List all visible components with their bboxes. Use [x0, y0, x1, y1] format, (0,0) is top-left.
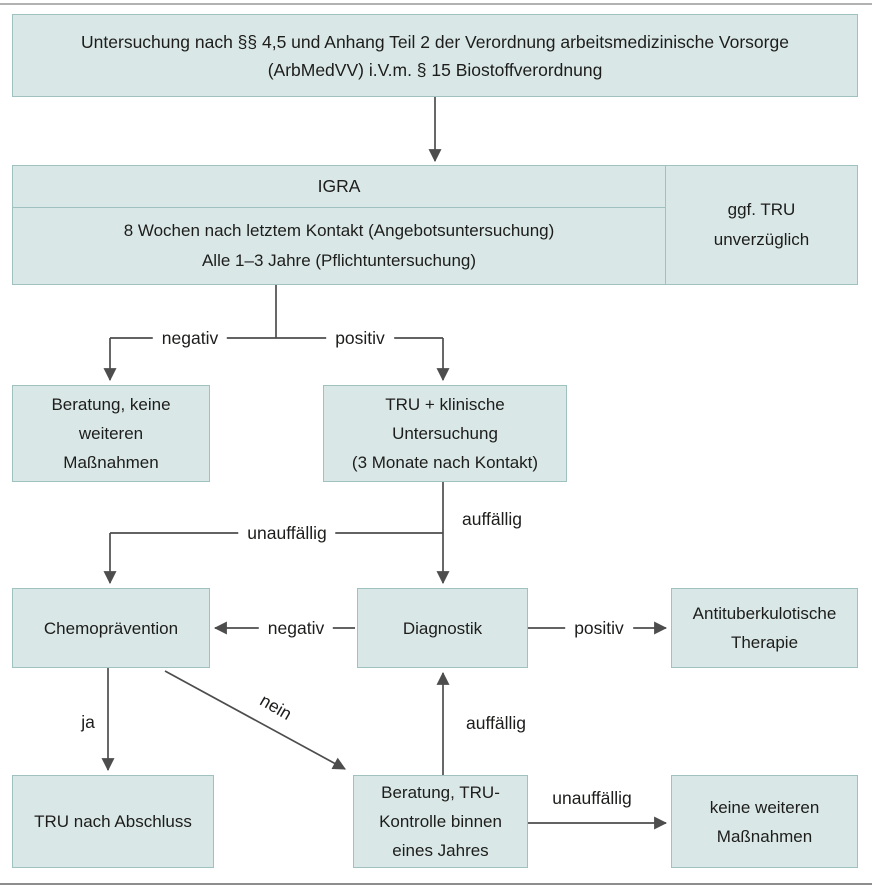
igra-box: IGRA 8 Wochen nach letztem Kontakt (Ange… — [12, 165, 858, 285]
bottom-rule — [0, 883, 872, 885]
igra-body: 8 Wochen nach letztem Kontakt (Angebotsu… — [123, 221, 555, 270]
igra-left-section: IGRA 8 Wochen nach letztem Kontakt (Ange… — [13, 166, 666, 284]
edge-label-negativ-diagnostik: negativ — [258, 618, 334, 638]
box-tru-nach-abschluss: TRU nach Abschluss — [12, 775, 214, 868]
igra-side-note: ggf. TRU unverzüglich — [713, 200, 810, 249]
top-rule — [0, 3, 872, 5]
edge-label-unauffaellig-tru: unauffällig — [238, 523, 336, 543]
edge-label-ja: ja — [81, 712, 95, 732]
box-keine-weiteren-massnahmen: keine weiteren Maßnahmen — [671, 775, 858, 868]
edge-label-positiv-diagnostik: positiv — [565, 618, 633, 638]
box-beratung-keine-massnahmen: Beratung, keine weiteren Maßnahmen — [12, 385, 210, 482]
title-box: Untersuchung nach §§ 4,5 und Anhang Teil… — [12, 14, 858, 97]
edge-label-unauffaellig-kontrolle: unauffällig — [552, 788, 632, 808]
edge-label-auffaellig-tru: auffällig — [461, 509, 523, 529]
box-diagnostik: Diagnostik — [357, 588, 528, 668]
edge-label-positiv-igra: positiv — [326, 328, 394, 348]
edge-label-auffaellig-kontrolle: auffällig — [465, 713, 527, 733]
box-chemopraevention: Chemoprävention — [12, 588, 210, 668]
box-antituberkulotische-therapie: Antituberkulotische Therapie — [671, 588, 858, 668]
edge-label-negativ-igra: negativ — [152, 328, 228, 348]
igra-header: IGRA — [13, 166, 665, 208]
box-beratung-tru-kontrolle: Beratung, TRU- Kontrolle binnen eines Ja… — [353, 775, 528, 868]
box-tru-klinische-untersuchung: TRU + klinische Untersuchung (3 Monate n… — [323, 385, 567, 482]
